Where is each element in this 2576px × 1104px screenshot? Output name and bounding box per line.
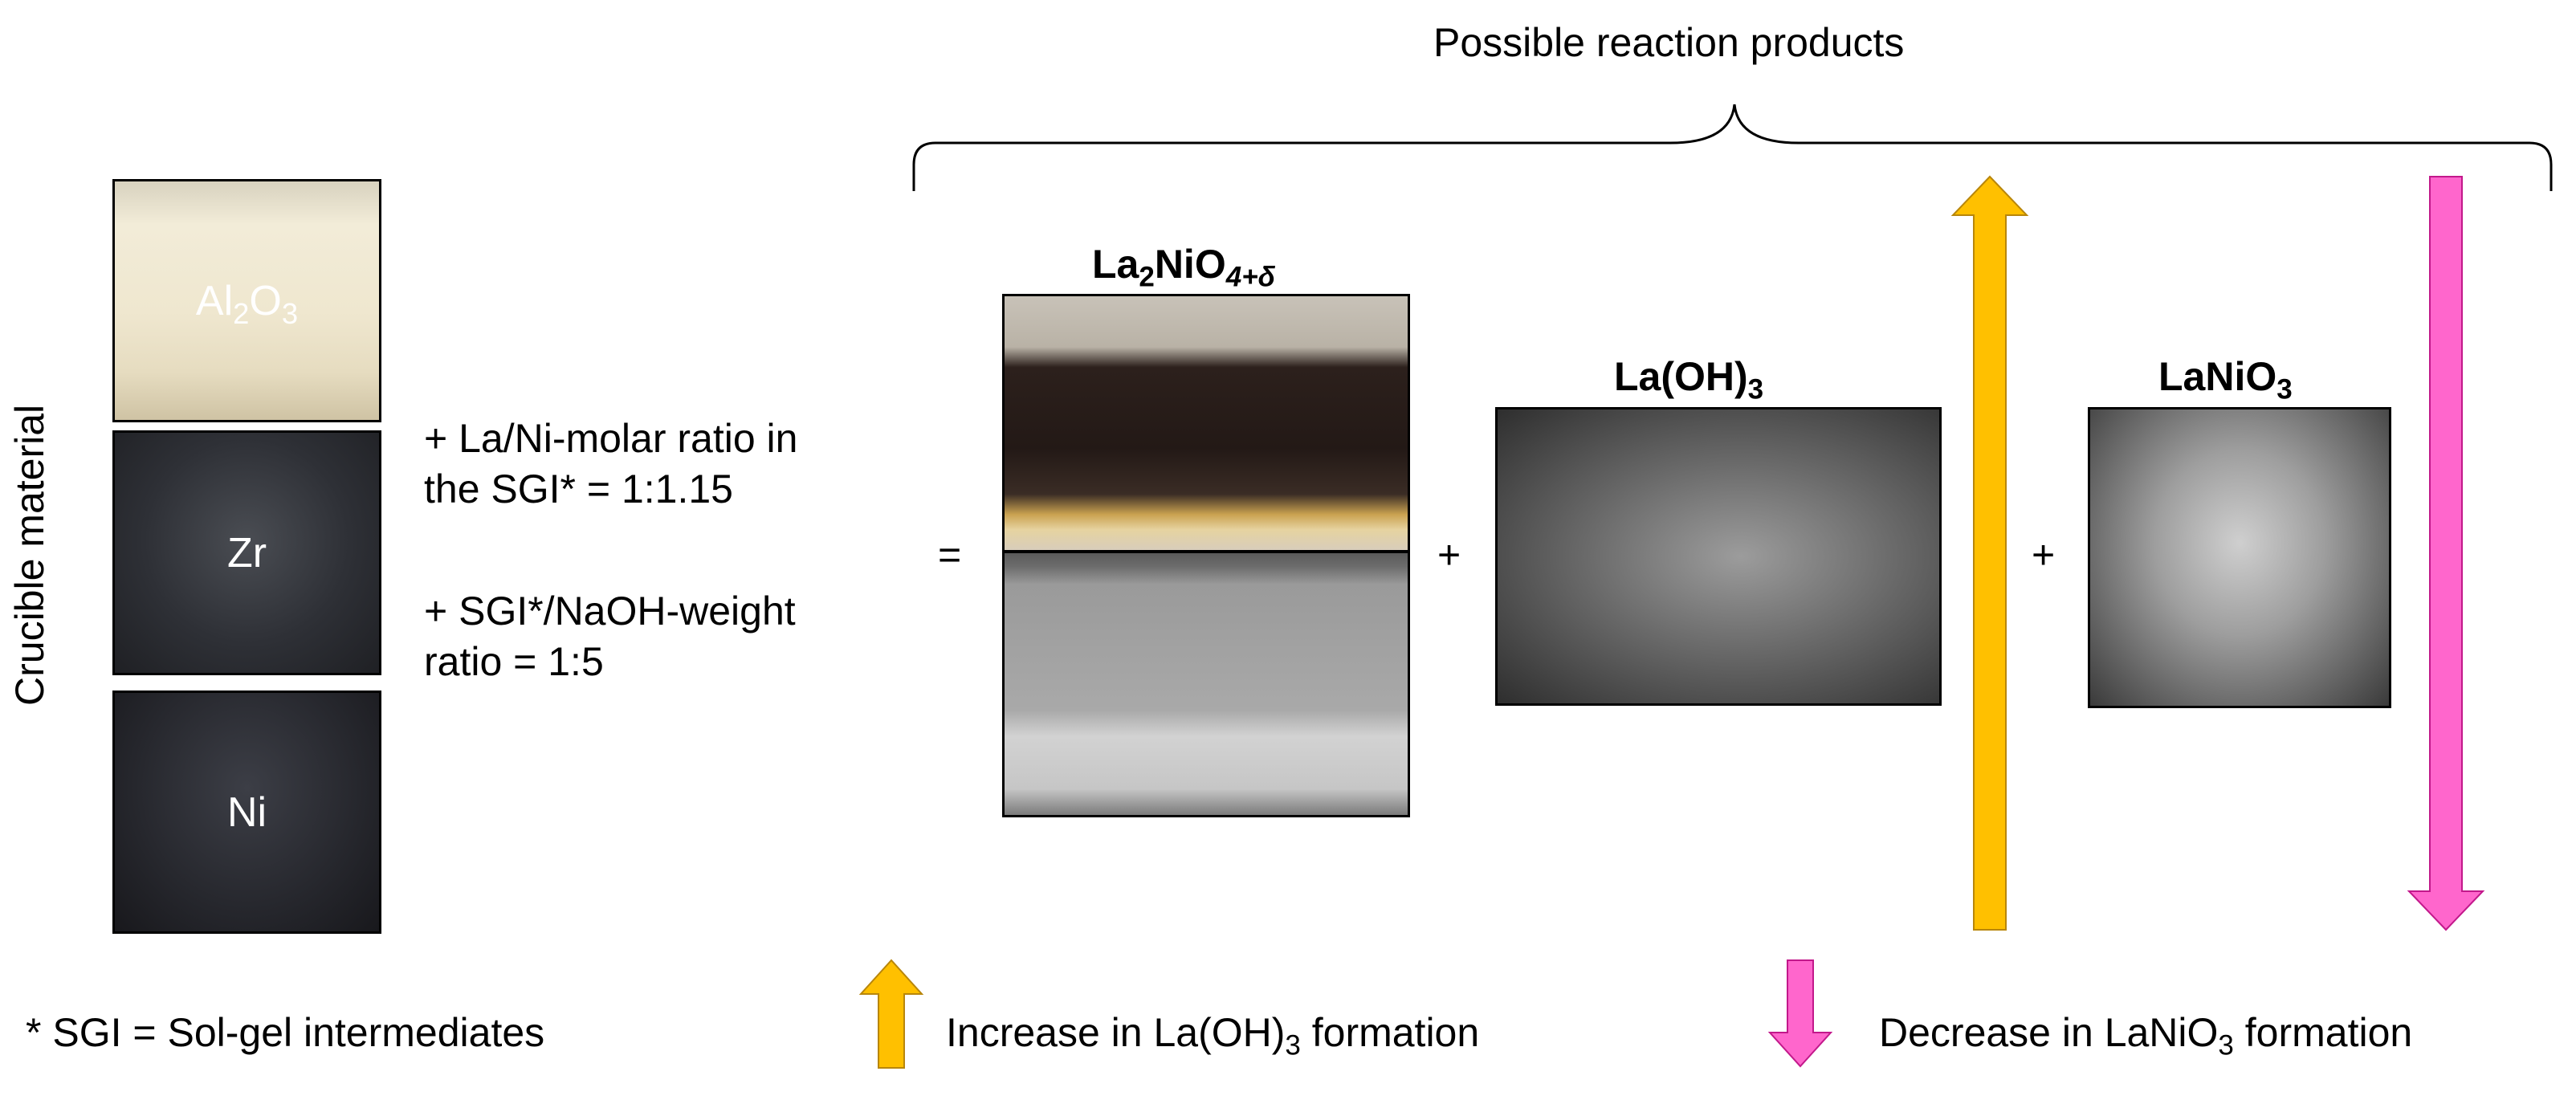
legend-decrease-text: Decrease in LaNiO3 formation bbox=[1879, 1010, 2413, 1061]
lanio3-sem-image bbox=[2088, 407, 2391, 708]
la2nio4-sem-image bbox=[1002, 551, 1410, 817]
crucible-zr-image: Zr bbox=[112, 430, 381, 675]
condition-molar-ratio: + La/Ni-molar ratio in the SGI* = 1:1.15 bbox=[424, 416, 798, 511]
product-la2nio4-label: La2NiO4+δ bbox=[1092, 242, 1276, 293]
plus-sign-2: + bbox=[2032, 532, 2056, 577]
header-title: Possible reaction products bbox=[1433, 20, 1905, 65]
crucible-al2o3-label: Al2O3 bbox=[195, 277, 299, 330]
crucible-zr-label: Zr bbox=[226, 529, 267, 576]
laoh3-sem-image bbox=[1495, 407, 1942, 706]
condition-weight-ratio: + SGI*/NaOH-weight ratio = 1:5 bbox=[424, 589, 796, 684]
la2nio4-powder-image bbox=[1002, 294, 1410, 552]
crucible-ni-image: Ni bbox=[112, 691, 381, 934]
decrease-arrow-legend bbox=[1767, 959, 1833, 1068]
equals-sign: = bbox=[938, 532, 962, 577]
crucible-al2o3-image: Al2O3 bbox=[112, 179, 381, 422]
crucible-ni-label: Ni bbox=[226, 788, 267, 836]
product-lanio3-label: LaNiO3 bbox=[2158, 354, 2293, 405]
legend-increase-text: Increase in La(OH)3 formation bbox=[946, 1010, 1480, 1061]
increase-arrow-legend bbox=[858, 959, 924, 1069]
footnote-sgi: * SGI = Sol-gel intermediates bbox=[26, 1010, 545, 1055]
product-laoh3-label: La(OH)3 bbox=[1614, 354, 1764, 405]
increase-arrow-large bbox=[1950, 175, 2029, 931]
decrease-arrow-large bbox=[2407, 176, 2485, 931]
plus-sign-1: + bbox=[1437, 532, 1461, 577]
